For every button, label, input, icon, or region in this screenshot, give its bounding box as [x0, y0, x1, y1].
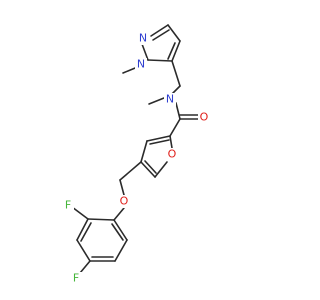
atom-o-carbonyl: O: [200, 111, 209, 124]
bond: [76, 239, 91, 262]
bond: [113, 207, 125, 221]
molecule-canvas: N N N O O O F F: [63, 24, 210, 285]
bond: [147, 59, 173, 62]
bond: [144, 160, 157, 174]
bonds: [71, 24, 200, 274]
bond: [152, 29, 170, 41]
bond: [141, 43, 149, 61]
bond: [175, 102, 181, 120]
structure-diagram: N N N O O O F F: [63, 24, 210, 285]
bond: [111, 223, 124, 241]
bond: [150, 24, 169, 37]
bond: [169, 118, 181, 137]
bond: [148, 97, 165, 105]
bond: [171, 60, 181, 87]
bond: [113, 219, 128, 241]
bond: [114, 239, 128, 262]
bond: [154, 161, 168, 178]
atom-labels: N N N O O O F F: [63, 32, 210, 285]
atom-n-amide: N: [166, 93, 174, 106]
bond: [79, 260, 91, 274]
bond: [119, 161, 142, 181]
bond: [146, 135, 171, 142]
bond: [140, 161, 156, 178]
atom-o-ether: O: [120, 195, 129, 208]
bond: [119, 179, 125, 196]
bond: [76, 218, 89, 241]
bond: [140, 140, 148, 163]
atom-o-furan: O: [168, 148, 177, 161]
bond: [171, 40, 181, 62]
atom-f-ortho: F: [65, 199, 71, 212]
bond: [80, 222, 92, 242]
atom-f-para: F: [73, 272, 79, 285]
bond: [169, 135, 173, 149]
atom-n-pyrazole: N: [139, 32, 147, 45]
bond: [87, 218, 115, 221]
bond: [71, 206, 89, 220]
bond: [167, 24, 181, 42]
bond: [149, 139, 170, 145]
bond: [167, 42, 176, 60]
atom-n-pyrazole-methyl: N: [137, 58, 145, 71]
